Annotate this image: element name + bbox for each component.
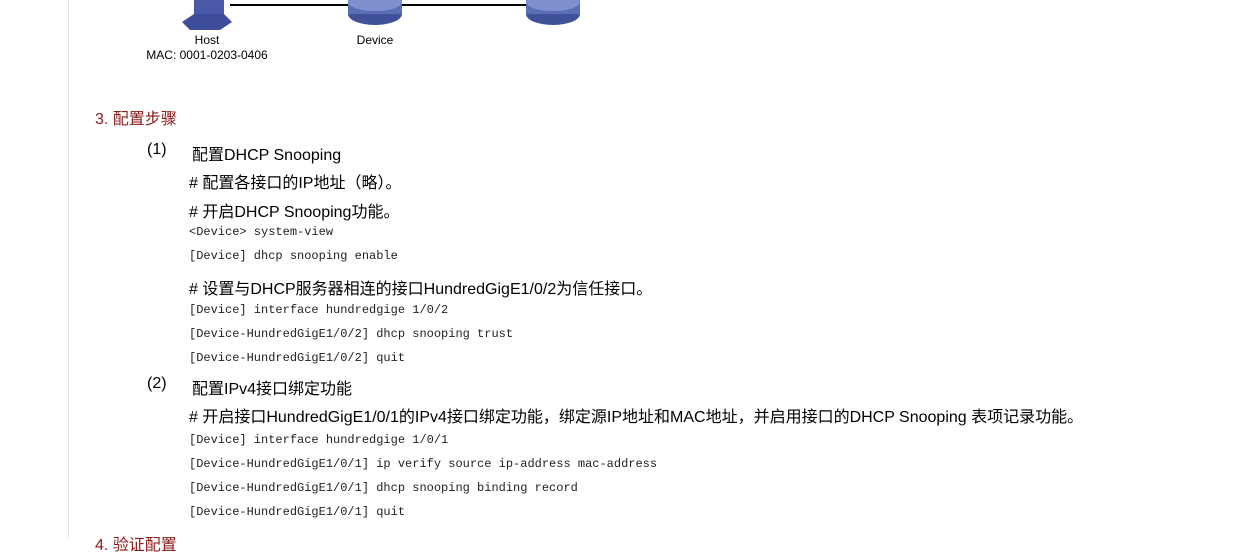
step-title: 配置IPv4接口绑定功能 xyxy=(192,381,353,398)
router-icon xyxy=(348,0,402,25)
device-label: Device xyxy=(356,33,394,47)
comment-line: # 开启接口HundredGigE1/0/1的IPv4接口绑定功能，绑定源IP地… xyxy=(189,409,1084,426)
code-line: [Device-HundredGigE1/0/2] quit xyxy=(189,351,406,365)
section-heading: 3. 配置步骤 xyxy=(95,111,177,128)
code-line: [Device-HundredGigE1/0/1] quit xyxy=(189,505,406,519)
step-title: 配置DHCP Snooping xyxy=(192,147,342,164)
code-line: [Device] interface hundredgige 1/0/2 xyxy=(189,303,449,317)
network-diagram xyxy=(182,0,580,30)
comment-line: # 设置与DHCP服务器相连的接口HundredGigE1/0/2为信任接口。 xyxy=(189,281,653,298)
comment-line: # 配置各接口的IP地址（略）。 xyxy=(189,175,402,192)
step-number: (1) xyxy=(147,141,167,158)
comment-line: # 开启DHCP Snooping功能。 xyxy=(189,204,400,221)
section-heading: 4. 验证配置 xyxy=(95,537,177,554)
step-number: (2) xyxy=(147,375,167,392)
code-line: <Device> system-view xyxy=(189,225,334,239)
code-line: [Device] dhcp snooping enable xyxy=(189,249,398,263)
code-line: [Device-HundredGigE1/0/1] dhcp snooping … xyxy=(189,481,578,495)
host-icon xyxy=(182,0,232,30)
code-line: [Device] interface hundredgige 1/0/1 xyxy=(189,433,449,447)
host-label: Host xyxy=(194,33,220,47)
code-line: [Device-HundredGigE1/0/2] dhcp snooping … xyxy=(189,327,514,341)
code-line: [Device-HundredGigE1/0/1] ip verify sour… xyxy=(189,457,658,471)
host-mac: MAC: 0001-0203-0406 xyxy=(146,48,268,62)
router-icon xyxy=(526,0,580,25)
content-border xyxy=(68,0,69,538)
